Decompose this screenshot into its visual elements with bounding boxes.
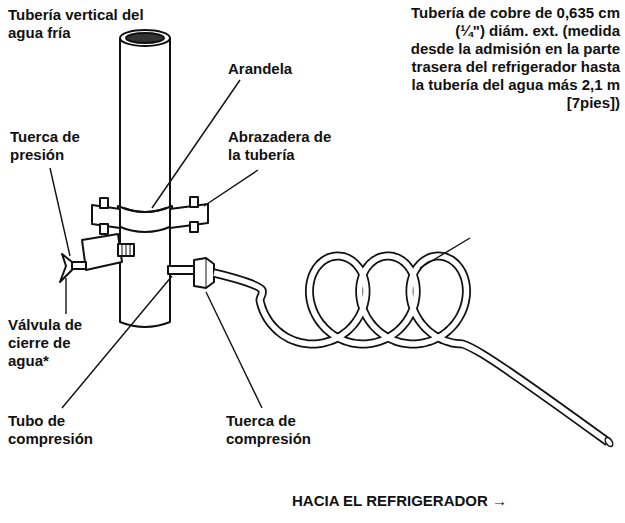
washer (124, 208, 166, 212)
part-label: Tubo de compresión (8, 412, 118, 448)
clamp-bolt (100, 224, 108, 234)
pipe-clamp (118, 206, 172, 232)
valve-nozzle (118, 244, 134, 256)
leader-line (65, 278, 66, 314)
compression-tube (168, 266, 194, 274)
part-label: Tuerca de presión (10, 128, 105, 164)
leader-line (152, 80, 240, 208)
part-label: Válvula de cierre de agua* (8, 316, 108, 370)
part-label: Tubería vertical del agua fría (8, 6, 148, 42)
leader-line (420, 238, 470, 268)
leader-line (206, 292, 262, 408)
part-label: Tuerca de compresión (226, 412, 346, 448)
compression-nut (194, 258, 214, 288)
tube-end (604, 436, 615, 448)
part-label: Abrazadera de la tubería (228, 128, 348, 164)
leader-lines (50, 80, 470, 408)
valve-body (82, 234, 122, 270)
clamp-bolt (190, 197, 198, 207)
leader-line (204, 170, 258, 206)
direction-note: HACIA EL REFRIGERADOR → (292, 492, 612, 510)
nozzle-thread (122, 244, 130, 256)
clamp-bolt (100, 198, 108, 208)
leader-line (50, 168, 70, 256)
part-label: Arandela (228, 60, 328, 78)
valve-handle (60, 254, 72, 282)
clamp-bolt (190, 222, 198, 232)
leader-line (62, 276, 172, 408)
pipe-opening (120, 30, 170, 46)
nut-edge (206, 258, 207, 288)
pipe-bore (126, 33, 164, 43)
copper-tubing (214, 256, 614, 448)
water-pipe (120, 38, 170, 327)
valve-stem (72, 262, 86, 269)
part-label: Tubería de cobre de 0,635 cm (¼") diám. … (410, 4, 620, 112)
